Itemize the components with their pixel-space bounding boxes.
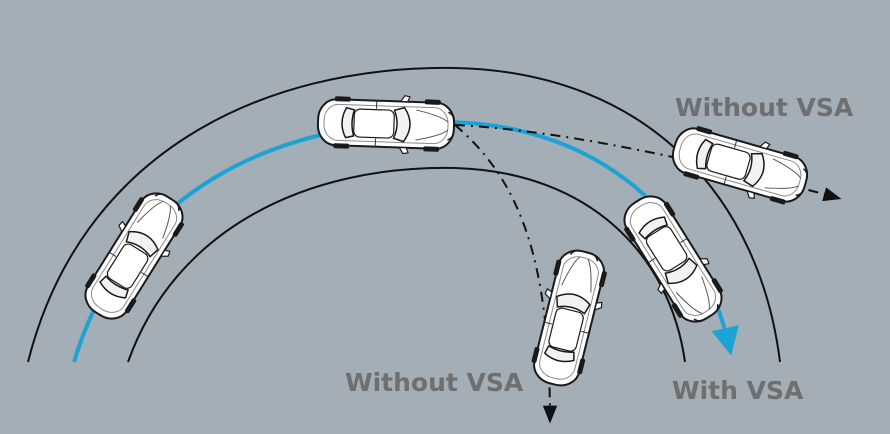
car-at-apex — [316, 91, 456, 157]
label-with-vsa: With VSA — [672, 376, 804, 405]
label-without-vsa-upper: Without VSA — [675, 93, 854, 122]
car-without-vsa-skidding-out — [665, 117, 815, 213]
label-without-vsa-lower: Without VSA — [345, 368, 524, 397]
without-vsa-understeer-path — [454, 124, 558, 424]
car-without-vsa-plowing-out — [523, 244, 615, 392]
car-entering-curve — [72, 181, 196, 331]
road-outer-edge — [27, 66, 781, 363]
car-with-vsa — [611, 184, 735, 334]
